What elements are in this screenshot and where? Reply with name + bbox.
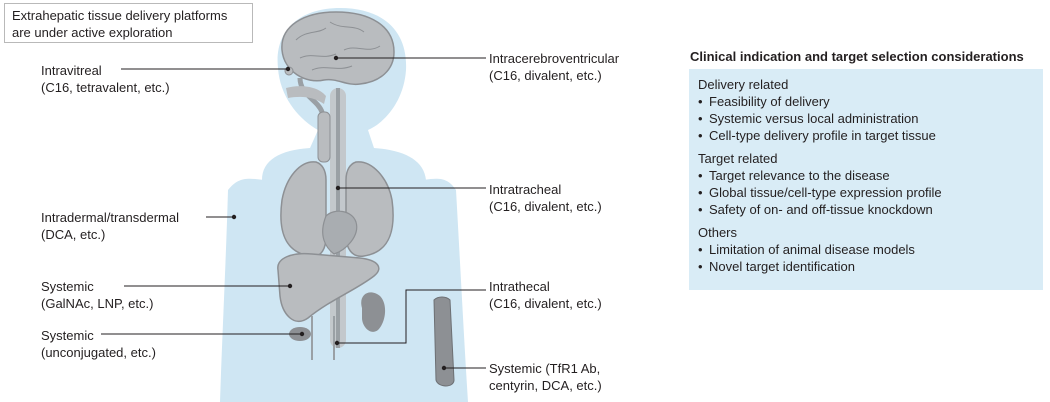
bullet-icon: • [698,168,703,183]
leader-dot [335,185,341,191]
section-delivery: Delivery related • Feasibility of deliver… [698,76,1034,144]
bullet-icon: • [698,128,703,143]
route-intradermal: Intradermal/transdermal (DCA, etc.) [41,209,179,243]
list-item: • Limitation of animal disease models [698,241,1034,258]
considerations-title: Clinical indication and target selection… [690,49,1024,64]
section-target: Target related • Target relevance to the … [698,150,1034,218]
list-item: • Novel target identification [698,258,1034,275]
route-intravitreal: Intravitreal (C16, tetravalent, etc.) [41,62,170,96]
route-line2: centyrin, DCA, etc.) [489,378,602,393]
route-name: Intravitreal [41,63,102,78]
route-name: Systemic [41,279,94,294]
header-note-line1: Extrahepatic tissue delivery platforms [12,8,228,23]
leader-dot [231,214,237,220]
list-item: • Global tissue/cell-type expression prof… [698,184,1034,201]
route-intrathecal: Intrathecal (C16, divalent, etc.) [489,278,602,312]
list-item-text: Safety of on- and off-tissue knockdown [709,202,933,217]
right-lung [345,161,394,257]
list-item-text: Novel target identification [709,259,855,274]
section-heading: Others [698,225,738,240]
bullet-icon: • [698,259,703,274]
route-platforms: (GalNAc, LNP, etc.) [41,296,154,311]
section-heading: Target related [698,151,778,166]
list-item-text: Cell-type delivery profile in target tis… [709,128,936,143]
leader-dot [441,365,447,371]
header-note-line2: are under active exploration [12,25,173,40]
list-item-text: Target relevance to the disease [709,168,890,183]
list-item: • Systemic versus local administration [698,110,1034,127]
route-name: Intratracheal [489,182,562,197]
route-platforms: (C16, tetravalent, etc.) [41,80,170,95]
bullet-icon: • [698,185,703,200]
bullet-list: • Target relevance to the disease • Global… [698,167,1034,218]
list-item: • Feasibility of delivery [698,93,1034,110]
list-item: • Cell-type delivery profile in target ti… [698,127,1034,144]
route-intratracheal: Intratracheal (C16, divalent, etc.) [489,181,602,215]
list-item-text: Limitation of animal disease models [709,242,915,257]
route-systemic-unconjugated: Systemic (unconjugated, etc.) [41,327,156,361]
considerations-panel: Delivery related • Feasibility of deliver… [689,69,1043,290]
leader-dot [285,66,291,72]
route-name: Systemic [41,328,94,343]
route-platforms: (unconjugated, etc.) [41,345,156,360]
route-name: Intrathecal [489,279,550,294]
list-item-text: Global tissue/cell-type expression profi… [709,185,942,200]
route-systemic-muscle: Systemic (TfR1 Ab, centyrin, DCA, etc.) [489,360,602,394]
mouth-cavity [286,86,326,104]
muscle [433,296,455,387]
bullet-list: • Feasibility of delivery • Systemic versu… [698,93,1034,144]
list-item-text: Systemic versus local administration [709,111,919,126]
route-intracerebroventricular: Intracerebroventricular (C16, divalent, … [489,50,619,84]
leader-dot [299,331,305,337]
heart [322,210,358,255]
leader-dot [333,55,339,61]
bullet-icon: • [698,202,703,217]
kidney [361,292,386,332]
brain-folds [295,21,381,71]
list-item: • Safety of on- and off-tissue knockdown [698,201,1034,218]
route-systemic-liver: Systemic (GalNAc, LNP, etc.) [41,278,153,312]
trachea [317,111,331,163]
list-item: • Target relevance to the disease [698,167,1034,184]
liver [277,252,380,323]
leader-dot [334,340,340,346]
leader-dot [287,283,293,289]
bullet-list: • Limitation of animal disease models • No… [698,241,1034,275]
route-platforms: (DCA, etc.) [41,227,106,242]
bullet-icon: • [698,111,703,126]
route-platforms: (C16, divalent, etc.) [489,296,602,311]
route-platforms: (C16, divalent, etc.) [489,68,602,83]
section-others: Others • Limitation of animal disease mod… [698,224,1034,275]
bullet-icon: • [698,94,703,109]
brain [281,11,395,86]
header-note: Extrahepatic tissue delivery platforms a… [4,3,253,43]
route-name: Intracerebroventricular [489,51,620,66]
section-heading: Delivery related [698,77,789,92]
list-item-text: Feasibility of delivery [709,94,830,109]
bullet-icon: • [698,242,703,257]
leader-intrathecal [337,289,486,344]
route-line1: Systemic (TfR1 Ab, [489,361,601,376]
route-name: Intradermal/transdermal [41,210,179,225]
route-platforms: (C16, divalent, etc.) [489,199,602,214]
